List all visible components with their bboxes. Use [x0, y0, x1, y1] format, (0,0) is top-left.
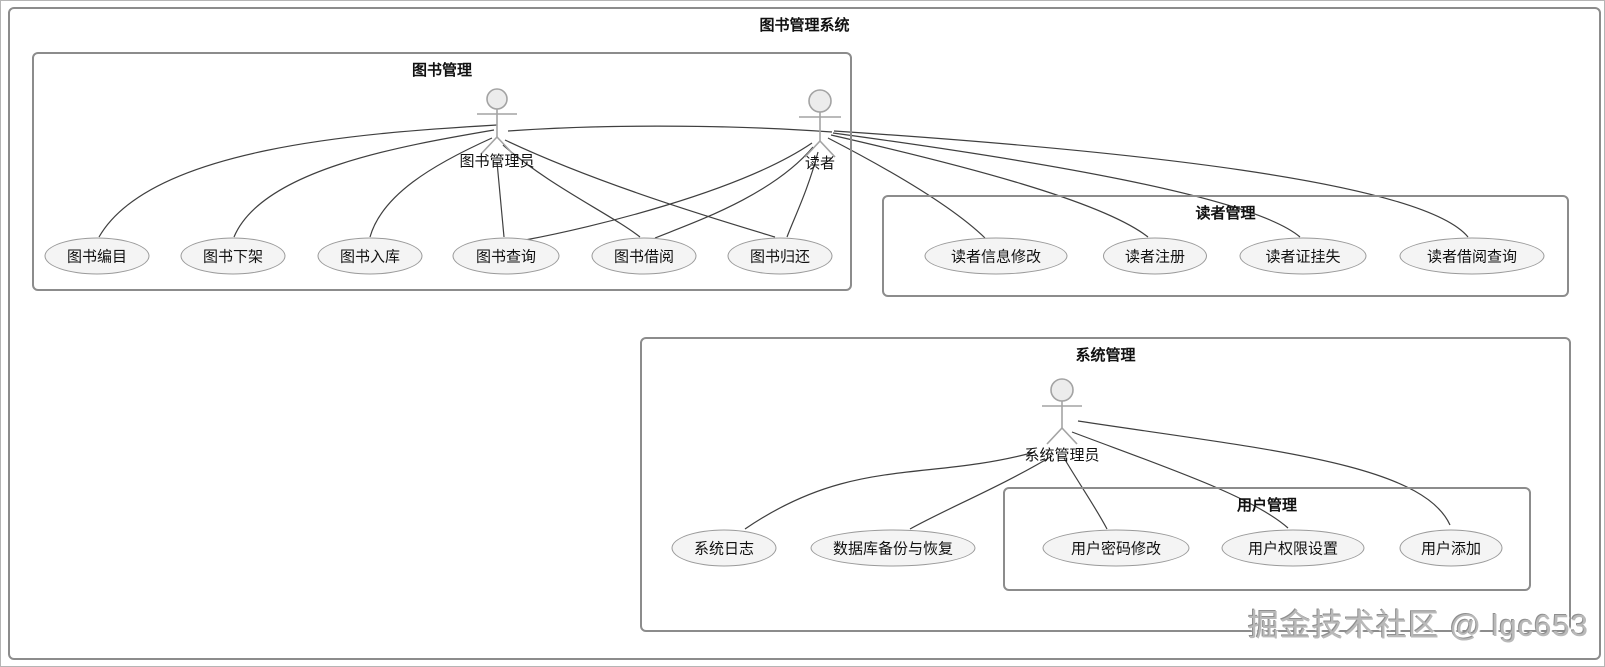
- usecase-reader-info: 读者信息修改: [924, 237, 1068, 275]
- usecase-book-query: 图书查询: [452, 237, 560, 275]
- edge-librarian-to-return: [504, 139, 776, 238]
- librarian-actor-label: 图书管理员: [459, 153, 535, 170]
- edge-sysadmin-to-userpwd: [1063, 457, 1108, 530]
- edge-reader-to-return: [786, 151, 819, 238]
- usecase-user-pwd: 用户密码修改: [1042, 529, 1190, 567]
- edge-reader-to-borrowquery: [833, 130, 1469, 238]
- edge-sysadmin-to-dbbackup: [909, 455, 1053, 530]
- reader-actor-icon: [799, 89, 841, 158]
- usecase-user-add: 用户添加: [1399, 529, 1503, 567]
- usecase-reader-borrow-query: 读者借阅查询: [1399, 237, 1545, 275]
- sysadmin-actor-icon: [1042, 378, 1082, 445]
- usecase-book-stockin: 图书入库: [317, 237, 423, 275]
- usecase-sys-log: 系统日志: [671, 529, 777, 567]
- edge-reader-to-register: [830, 134, 1149, 238]
- diagram-title: 图书管理系统: [759, 17, 850, 34]
- usecase-book-return: 图书归还: [727, 237, 833, 275]
- edge-librarian-to-reader-fan: [507, 125, 833, 133]
- edge-librarian-to-borrow: [502, 144, 641, 238]
- reader-management-title: 读者管理: [1195, 205, 1256, 222]
- usecase-reader-card-loss: 读者证挂失: [1239, 237, 1367, 275]
- user-management-title: 用户管理: [1236, 497, 1297, 514]
- usecase-book-remove: 图书下架: [180, 237, 286, 275]
- usecase-user-perm: 用户权限设置: [1221, 529, 1365, 567]
- usecase-db-backup: 数据库备份与恢复: [810, 529, 976, 567]
- edge-librarian-to-stockin: [369, 137, 493, 238]
- edge-reader-to-borrow: [654, 146, 814, 239]
- edge-reader-to-query: [524, 142, 813, 241]
- book-management-title: 图书管理: [411, 62, 472, 79]
- usecase-book-borrow: 图书借阅: [591, 237, 697, 275]
- edge-sysadmin-to-useradd: [1077, 420, 1451, 526]
- reader-actor-label: 读者: [804, 155, 836, 172]
- edge-sysadmin-to-userperm: [1071, 431, 1289, 529]
- watermark-text: 掘金技术社区 @ lgc653: [1247, 608, 1589, 643]
- edge-reader-to-cardloss: [832, 132, 1301, 238]
- edge-sysadmin-to-syslog: [744, 451, 1036, 530]
- librarian-actor-icon: [477, 88, 517, 155]
- edge-librarian-to-remove: [233, 129, 495, 238]
- sysadmin-actor-label: 系统管理员: [1024, 447, 1100, 464]
- usecase-book-catalog: 图书编目: [44, 237, 150, 275]
- system-management-title: 系统管理: [1075, 347, 1136, 364]
- edge-librarian-to-catalog: [98, 124, 498, 238]
- edge-librarian-to-query: [496, 161, 505, 238]
- usecase-reader-register: 读者注册: [1103, 237, 1207, 275]
